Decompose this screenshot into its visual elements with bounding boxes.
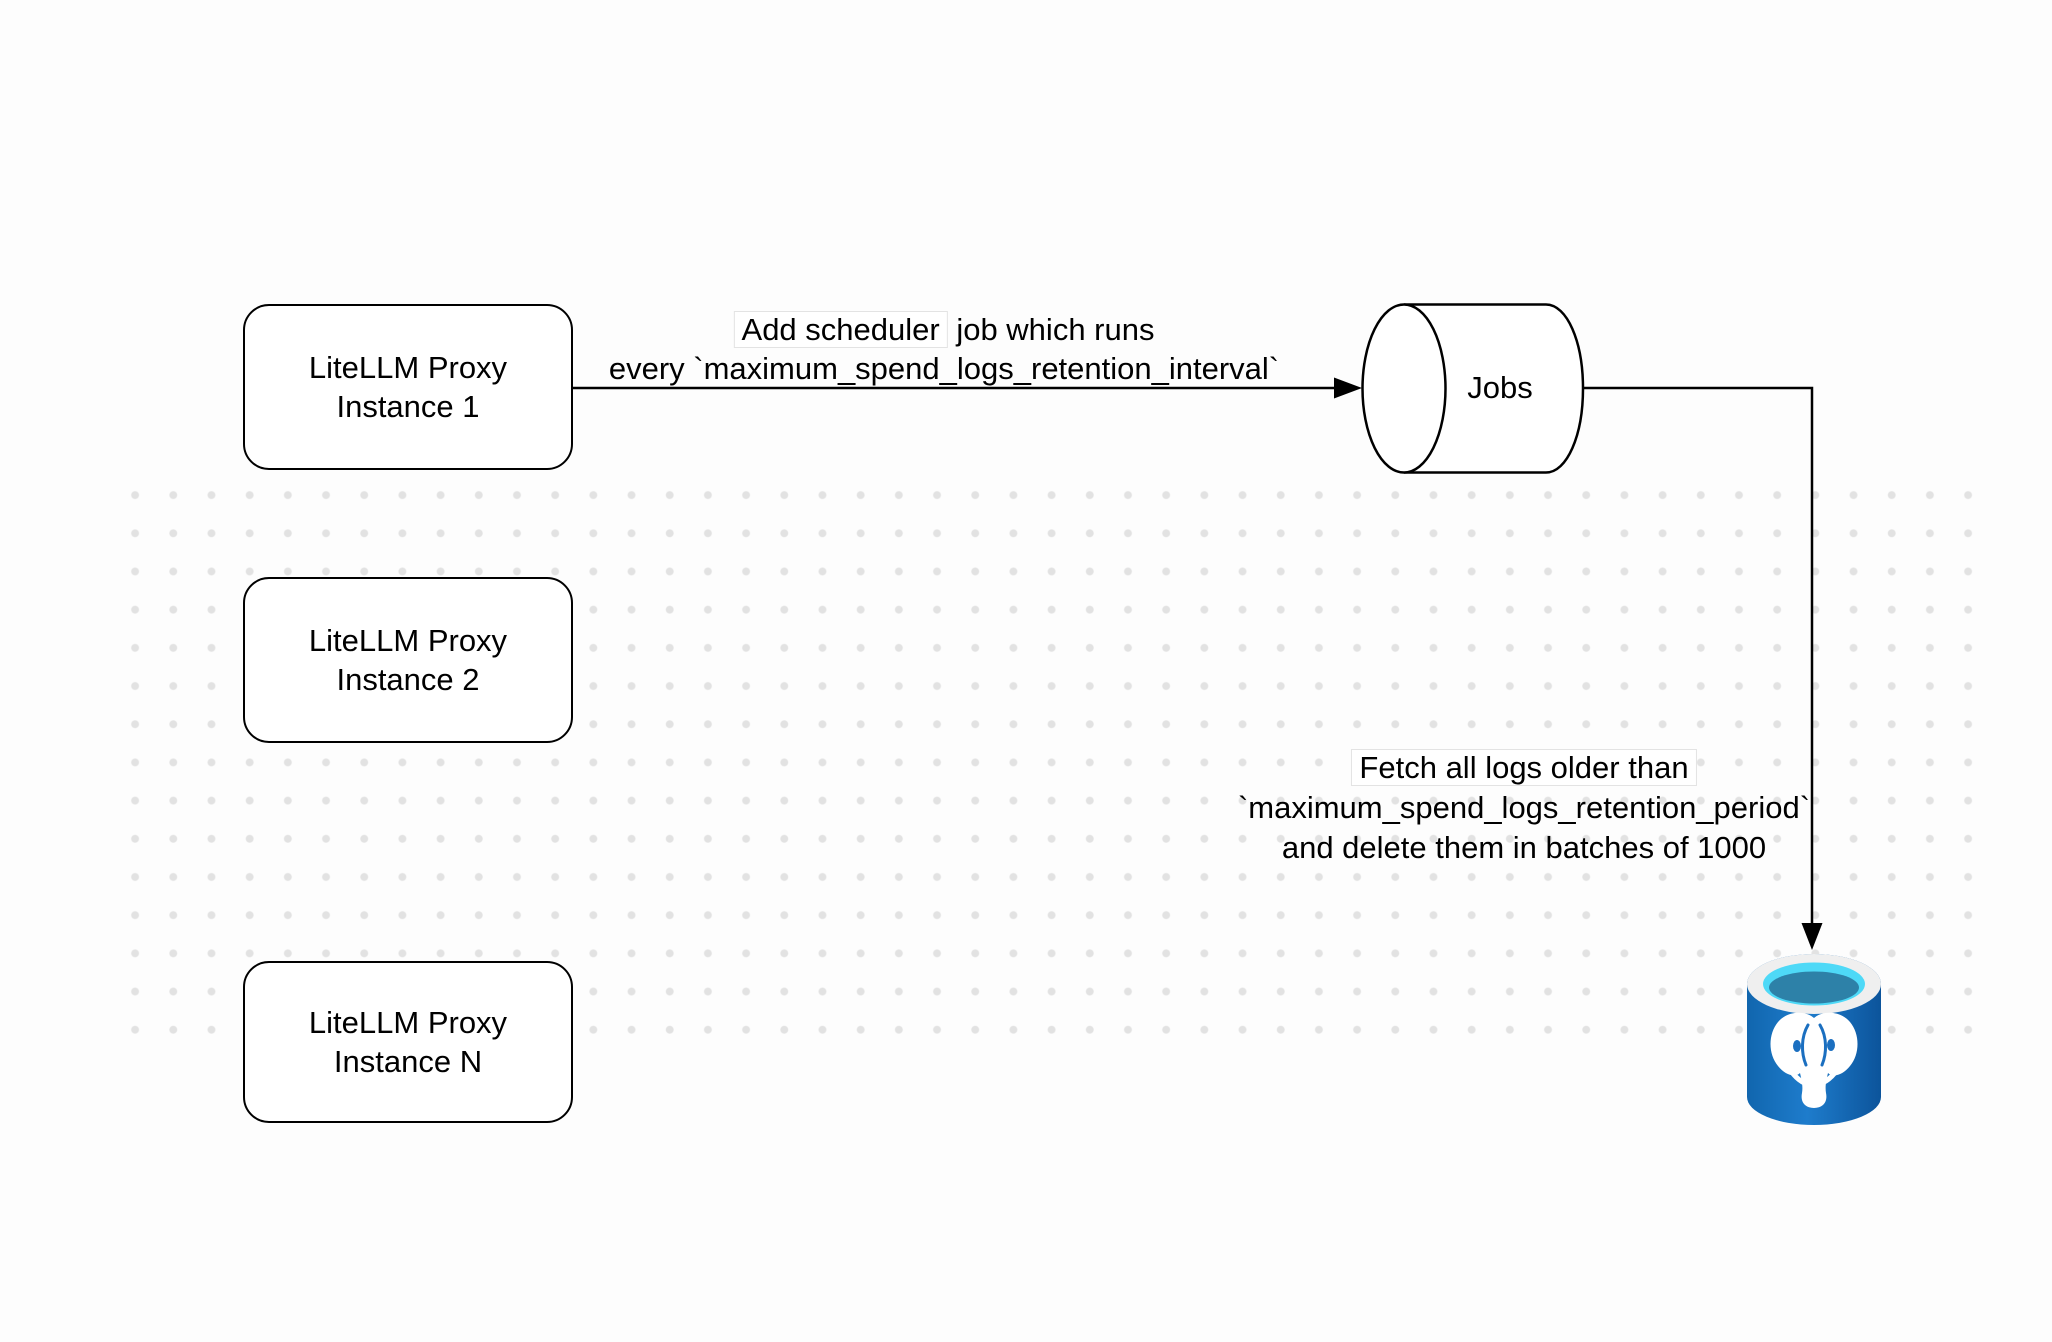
node-label-line1: LiteLLM Proxy <box>308 350 508 385</box>
node-litellm-proxy-instance-n: LiteLLM Proxy Instance N <box>243 961 573 1123</box>
edge-label-scheduler-line2: every `maximum_spend_logs_retention_inte… <box>608 351 1280 386</box>
node-label-line1: LiteLLM Proxy <box>308 623 508 658</box>
jobs-cylinder-label: Jobs <box>1467 370 1533 405</box>
edge-label-scheduler-line1-rest: job which runs <box>947 312 1155 347</box>
jobs-cylinder-shape <box>1361 303 1585 474</box>
node-label-line2: Instance 1 <box>336 389 480 424</box>
edge-label-fetch-line1: Fetch all logs older than <box>1238 748 1810 788</box>
edge-label-scheduler: Add scheduler job which runs every `maxi… <box>609 310 1279 388</box>
edge-label-scheduler-line1: Add scheduler job which runs <box>609 310 1279 349</box>
node-label-line1: LiteLLM Proxy <box>308 1005 508 1040</box>
arrowhead-right-icon <box>1334 377 1362 399</box>
node-litellm-proxy-instance-2: LiteLLM Proxy Instance 2 <box>243 577 573 743</box>
edge-label-fetch-line2: `maximum_spend_logs_retention_period` <box>1237 790 1811 825</box>
edge-label-scheduler-boxed: Add scheduler <box>733 311 948 348</box>
node-label-line2: Instance 2 <box>336 662 480 697</box>
edge-label-fetch-line3: and delete them in batches of 1000 <box>1281 830 1767 865</box>
arrowhead-down-icon <box>1801 923 1823 950</box>
edge-label-fetch: Fetch all logs older than `maximum_spend… <box>1238 748 1810 868</box>
node-label-line2: Instance N <box>333 1044 483 1079</box>
node-litellm-proxy-instance-1: LiteLLM Proxy Instance 1 <box>243 304 573 470</box>
db-top-inner <box>1769 971 1859 1004</box>
edge-scheduler-arrow <box>573 377 1362 399</box>
edge-label-fetch-boxed: Fetch all logs older than <box>1351 749 1697 786</box>
postgresql-database-icon <box>1747 954 1881 1125</box>
edge-fetch-arrow <box>1583 386 1823 950</box>
postgres-elephant-icon <box>1770 1012 1858 1108</box>
